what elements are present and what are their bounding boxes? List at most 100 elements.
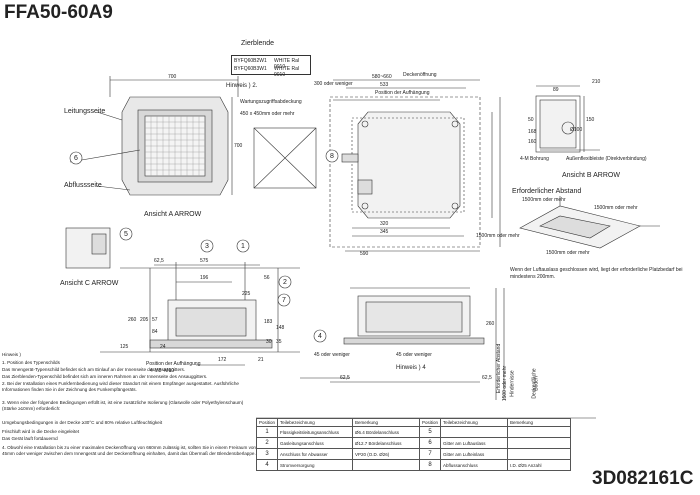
cell-remark: Ø6.4 Bördelanschluss xyxy=(352,426,421,438)
label-position-aufhaengung: Position der Aufhängung xyxy=(375,90,430,96)
dim-590: 590 xyxy=(360,251,369,257)
cell-pos: 4 xyxy=(255,459,279,471)
dim-57: 57 xyxy=(152,317,158,323)
dim-diameter-100: Ø100 xyxy=(570,127,583,133)
dim-125: 125 xyxy=(120,344,129,350)
note-line: Umgebungsbedingungen in der Decke ≥30°C … xyxy=(2,420,163,425)
note-line: 2. Bei der Installation eines Funkfernbe… xyxy=(2,381,239,393)
callout-4: 4 xyxy=(318,333,322,340)
dim-260: 260 xyxy=(128,317,137,323)
callout-1: 1 xyxy=(241,243,245,250)
cell-remark: Ø12.7 Bördelanschluss xyxy=(352,437,421,449)
header-remark-2: Bemerkung xyxy=(507,418,572,427)
table-row: 4 Stromversorgung 8 Abflussanschluss I.D… xyxy=(255,459,572,471)
cell-remark: VP20 (O.D. Ø26) xyxy=(352,448,421,460)
cell-name xyxy=(440,426,509,438)
note-line: Frischluft wird in die Decke eingeleitet xyxy=(2,429,80,434)
label-aussenflexible: Außenflexibleiste (Direktverbindung) xyxy=(566,156,647,162)
label-leitungsseite: Leitungsseite xyxy=(64,108,106,115)
document-number: 3D082161C xyxy=(592,468,694,489)
label-wartung: Wartungszugriffsabdeckung xyxy=(240,99,302,105)
parts-table: Position Teilebezeichnung Bemerkung Posi… xyxy=(255,418,572,471)
label-45-oder-weniger-2: 45 oder weniger xyxy=(396,352,432,358)
panel-color-2: WHITE Ral 9010 xyxy=(274,66,299,78)
dim-700-side: 700 xyxy=(234,143,243,149)
installation-section-view xyxy=(330,287,505,400)
ceiling-opening-view xyxy=(329,96,481,248)
label-deckenoeffnung: Deckenöffnung xyxy=(403,72,437,78)
cell-pos: 1 xyxy=(255,426,279,438)
header-name-2: Teilebezeichnung xyxy=(440,418,509,427)
label-abstand-3: 1500mm oder mehr xyxy=(476,233,520,239)
label-wartung-size: 450 x 450mm oder mehr xyxy=(240,111,295,117)
dim-575: 575 xyxy=(200,258,209,264)
note-line: 3. Wenn eine der folgenden Bedingungen e… xyxy=(2,400,244,412)
dim-50: 50 xyxy=(528,117,534,123)
label-view-a: Ansicht A ARROW xyxy=(144,211,202,218)
dim-62-5-b: 62,5 xyxy=(340,375,350,381)
table-header-row: Position Teilebezeichnung Bemerkung Posi… xyxy=(255,418,572,427)
callout-3: 3 xyxy=(205,243,209,250)
label-hinweis-2: Hinweis ) 2. xyxy=(226,83,258,89)
cell-remark xyxy=(352,459,421,471)
plan-view-unit xyxy=(121,96,229,196)
cell-pos: 6 xyxy=(419,437,442,449)
note-line: Das Innengerät-Typenschild befindet sich… xyxy=(2,367,186,372)
dim-148: 148 xyxy=(276,325,285,331)
panel-model-2: BYFQ60B3W1 xyxy=(234,66,267,72)
dim-345: 345 xyxy=(380,229,389,235)
cell-remark xyxy=(507,448,572,460)
cell-name: Anschluss für Abwasser xyxy=(277,448,354,460)
dim-320: 320 xyxy=(380,221,389,227)
note-line: 4. Obwohl eine Installation bis zu einer… xyxy=(2,445,256,457)
label-300-oder-weniger: 300 oder weniger xyxy=(314,81,353,87)
cell-pos: 7 xyxy=(419,448,442,460)
dim-533: 533 xyxy=(380,82,389,88)
drawing-title: FFA50-60A9 xyxy=(4,2,113,23)
view-b-bracket xyxy=(535,95,600,153)
dim-205: 205 xyxy=(140,317,149,323)
label-bohrung: 4-M Bohrung xyxy=(520,156,549,162)
callout-8: 8 xyxy=(330,153,334,160)
dim-160: 160 xyxy=(528,139,537,145)
label-view-c: Ansicht C ARROW xyxy=(60,280,119,287)
header-position-2: Position xyxy=(419,418,442,427)
label-abstand-4: 1500mm oder mehr xyxy=(546,250,590,256)
dim-183: 183 xyxy=(264,319,273,325)
dim-150: 150 xyxy=(586,117,595,123)
label-hindernisse: Hindernisse xyxy=(509,370,516,397)
dim-196: 196 xyxy=(200,275,209,281)
cell-name: Flüssigkeitsleitungsanschluss xyxy=(277,426,354,438)
cell-name: Gitter am Lufteinlass xyxy=(440,448,509,460)
cell-name: Abflussanschluss xyxy=(440,459,509,471)
dim-62-5-c: 62,5 xyxy=(482,375,492,381)
cell-name: Gitter am Luftauslass xyxy=(440,437,509,449)
label-abstand-1: 1500mm oder mehr xyxy=(522,197,566,203)
dim-56: 56 xyxy=(264,275,270,281)
dim-89: 89 xyxy=(553,87,559,93)
dim-21: 21 xyxy=(258,357,264,363)
callout-7: 7 xyxy=(282,297,286,304)
label-position-aufhaengung-2: Position der Aufhängung xyxy=(146,361,201,367)
table-row: 3 Anschluss für Abwasser VP20 (O.D. Ø26)… xyxy=(255,448,572,460)
cell-remark xyxy=(507,426,572,438)
panel-color-1: WHITE Ral 9010 xyxy=(274,58,299,70)
label-bolt: 4-M8~M10 xyxy=(150,368,175,374)
label-deckenflache: Deckenfläche xyxy=(531,368,538,399)
dim-580-660: 580~660 xyxy=(372,74,392,80)
clearance-diagram xyxy=(519,196,660,249)
cell-name: Gasleitungsanschluss xyxy=(277,437,354,449)
notes-header: Hinweis ) xyxy=(2,352,21,357)
dim-225: 225 xyxy=(242,291,251,297)
table-row: 2 Gasleitungsanschluss Ø12.7 Bördelansch… xyxy=(255,437,572,449)
panel-model-1: BYFQ60B2W1 xyxy=(234,58,267,64)
cell-pos: 5 xyxy=(419,426,442,438)
header-remark: Bemerkung xyxy=(352,418,421,427)
cell-remark: I.D. Ø25 Anzahl xyxy=(507,459,572,471)
dim-260-b: 260 xyxy=(486,321,495,327)
cell-name: Stromversorgung xyxy=(277,459,354,471)
dim-84: 84 xyxy=(152,329,158,335)
dim-35: 35 xyxy=(276,339,282,345)
label-erforderlich: Erforderlicher Abstand xyxy=(512,188,582,195)
